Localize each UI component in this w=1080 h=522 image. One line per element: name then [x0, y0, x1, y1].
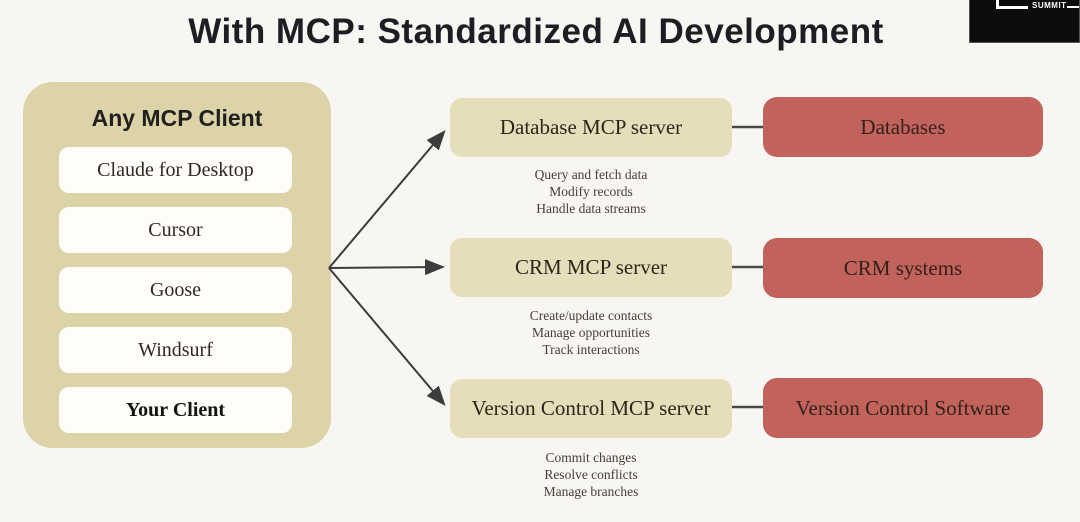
logo-bracket-icon [996, 0, 1028, 9]
capability-line: Manage opportunities [531, 325, 651, 340]
server-box-database[interactable]: Database MCP server [450, 98, 732, 157]
logo-dash-icon [1067, 6, 1079, 8]
capability-line: Handle data streams [536, 201, 646, 216]
mcp-client-panel: Any MCP Client Claude for Desktop Cursor… [23, 82, 331, 448]
capability-line: Modify records [549, 184, 633, 199]
capability-line: Manage branches [543, 484, 639, 499]
target-box-label: Version Control Software [795, 395, 1011, 420]
client-panel-header: Any MCP Client [91, 105, 263, 131]
server-box-crm[interactable]: CRM MCP server [450, 238, 732, 297]
client-item-label: Cursor [148, 218, 203, 241]
client-item-label: Goose [149, 278, 202, 301]
server-box-label: Version Control MCP server [471, 396, 711, 420]
capability-line: Commit changes [545, 450, 637, 465]
server-capabilities-database: Query and fetch data Modify records Hand… [450, 166, 732, 217]
target-box-version-control-software[interactable]: Version Control Software [763, 378, 1043, 438]
capability-line: Track interactions [542, 342, 640, 357]
capability-line: Create/update contacts [529, 308, 653, 323]
server-box-version-control[interactable]: Version Control MCP server [450, 379, 732, 438]
server-box-label: Database MCP server [499, 115, 683, 139]
page-title: With MCP: Standardized AI Development [188, 12, 884, 51]
client-item-cursor[interactable]: Cursor [59, 207, 292, 253]
arrow-to-database-server [328, 129, 446, 269]
target-box-label: CRM systems [843, 255, 963, 280]
client-item-label: Your Client [125, 398, 226, 421]
server-box-label: CRM MCP server [514, 255, 668, 279]
client-item-label: Windsurf [138, 338, 213, 361]
target-box-databases[interactable]: Databases [763, 97, 1043, 157]
client-item-claude-for-desktop[interactable]: Claude for Desktop [59, 147, 292, 193]
capability-line: Query and fetch data [534, 167, 648, 182]
capability-line: Resolve conflicts [544, 467, 638, 482]
server-capabilities-version-control: Commit changes Resolve conflicts Manage … [450, 449, 732, 500]
summit-logo: SUMMIT [969, 0, 1080, 43]
arrow-to-crm-server [328, 259, 445, 276]
target-box-crm-systems[interactable]: CRM systems [763, 238, 1043, 298]
client-item-goose[interactable]: Goose [59, 267, 292, 313]
client-item-windsurf[interactable]: Windsurf [59, 327, 292, 373]
server-capabilities-crm: Create/update contacts Manage opportunit… [450, 307, 732, 358]
client-item-label: Claude for Desktop [97, 158, 254, 181]
logo-summit-label: SUMMIT [1032, 1, 1067, 10]
target-box-label: Databases [860, 114, 946, 139]
arrow-to-version-control-server [328, 267, 446, 407]
client-item-your-client[interactable]: Your Client [59, 387, 292, 433]
